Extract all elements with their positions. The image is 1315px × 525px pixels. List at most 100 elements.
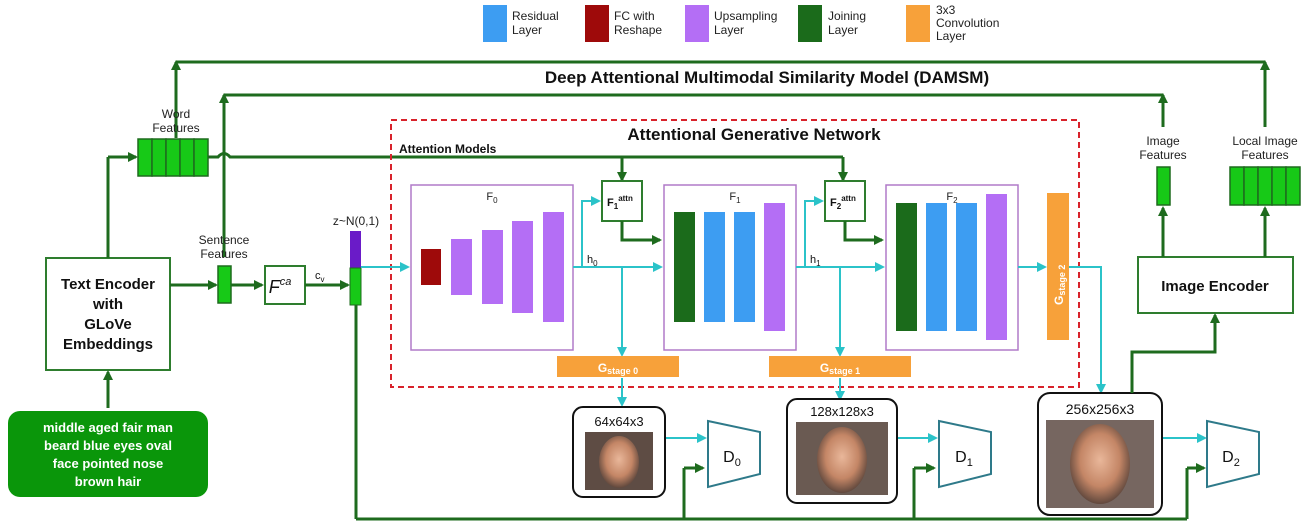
g-stage-1-label: Gstage 1 [820,361,860,376]
legend-label-residual-1: Residual [512,9,559,23]
f0-upsample-2 [482,230,503,304]
legend-label-fc-1: FC with [614,9,655,23]
word-features-label-1: Word [162,107,190,121]
f0-label: F0 [486,191,498,205]
damsm-connectors [171,60,1265,257]
d2-label: D2 [1222,449,1240,469]
f0-upsample-3 [512,221,533,313]
image-64: 64x64x3 [572,406,666,498]
g-stage-2-label: Gstage 2 [1052,265,1067,305]
sentence-features-label-2: Features [200,247,247,261]
f0-fc-layer [421,249,441,285]
image-128: 128x128x3 [786,398,898,504]
f1-upsample [764,203,785,331]
f2-residual-2 [956,203,977,331]
text-encoder-label-2: with [92,296,123,313]
caption-line-3: face pointed nose [53,456,164,471]
legend-swatch-upsampling [685,5,709,42]
f2-attn-label: F2attn [830,194,856,211]
legend: Residual Layer FC with Reshape Upsamplin… [483,3,999,43]
image-256: 256x256x3 [1037,392,1163,516]
image-encoder-connectors [1130,206,1270,393]
image-encoder-label: Image Encoder [1161,278,1269,295]
f2-residual-1 [926,203,947,331]
legend-swatch-joining [798,5,822,42]
g-stage-1-box [769,356,911,377]
f2-joining-layer [896,203,917,331]
image-128-label: 128x128x3 [810,404,874,419]
generator-flow-connectors [361,196,1207,443]
f0-upsample-4 [543,212,564,322]
discriminator-1: D1 [938,419,992,489]
local-image-features-label-2: Features [1241,148,1288,162]
h0-label: h0 [587,254,598,268]
d0-label: D0 [723,449,741,469]
caption-line-1: middle aged fair man [43,420,173,435]
image-features-label-1: Image [1146,134,1180,148]
f2-upsample [986,194,1007,340]
f1-attn-label: F1attn [607,194,633,211]
text-encoder-box [45,257,171,371]
legend-label-upsampling-1: Upsampling [714,9,777,23]
legend-label-upsampling-2: Layer [714,23,744,37]
image-features-label-2: Features [1139,148,1186,162]
condition-block [349,267,362,306]
word-features-label-2: Features [152,121,199,135]
legend-label-residual-2: Layer [512,23,542,37]
discriminator-0: D0 [707,419,761,489]
local-image-features-label-1: Local Image [1232,134,1298,148]
legend-label-conv-3: Layer [936,29,966,43]
text-encoder-label-3: GLoVe [84,316,132,333]
legend-swatch-conv [906,5,930,42]
noise-label: z~N(0,1) [333,214,379,228]
f2-label: F2 [946,191,958,205]
legend-label-joining-1: Joining [828,9,866,23]
damsm-title: Deep Attentional Multimodal Similarity M… [545,68,989,87]
agn-dashed-border [390,119,1080,388]
local-image-features-block [1229,166,1301,206]
d1-label: D1 [955,449,973,469]
legend-swatch-fc [585,5,609,42]
g-stage-2-box [1047,193,1069,340]
agn-title: Attentional Generative Network [627,125,881,144]
g-stage-0-box [557,356,679,377]
f1-joining-layer [674,212,695,322]
word-features-block [137,138,209,177]
h1-label: h1 [810,254,821,268]
text-encoder-label-4: Embeddings [63,336,153,353]
legend-label-fc-2: Reshape [614,23,662,37]
f1-residual-1 [704,212,725,322]
condition-to-discriminator-connectors [354,305,1206,521]
f1-attn-box [601,180,643,222]
f2-attn-box [824,180,866,222]
f0-upsample-1 [451,239,472,295]
attention-models-label: Attention Models [399,142,497,156]
legend-label-conv-1: 3x3 [936,3,956,17]
legend-swatch-residual [483,5,507,42]
legend-label-conv-2: Convolution [936,16,999,30]
caption-line-2: beard blue eyes oval [44,438,172,453]
image-64-label: 64x64x3 [594,414,643,429]
sentence-features-label-1: Sentence [199,233,250,247]
image-features-block [1156,166,1171,206]
f1-label: F1 [729,191,741,205]
image-encoder-box [1137,256,1294,314]
noise-block [350,231,361,268]
cv-label: cv [315,270,325,284]
caption-line-4: brown hair [75,474,141,489]
f1-residual-2 [734,212,755,322]
text-encoder-connectors [103,152,218,408]
attention-output-connectors [620,221,884,245]
caption-box [8,411,208,497]
g-stage-0-label: Gstage 0 [598,361,638,376]
damsm-input-arrows [1158,60,1270,127]
legend-label-joining-2: Layer [828,23,858,37]
text-encoder-label-1: Text Encoder [61,276,155,293]
image-256-label: 256x256x3 [1066,401,1135,417]
sentence-features-block [217,265,232,304]
fca-label: Fca [269,276,292,297]
discriminator-2: D2 [1206,419,1260,489]
word-to-attention-connectors [208,152,848,182]
